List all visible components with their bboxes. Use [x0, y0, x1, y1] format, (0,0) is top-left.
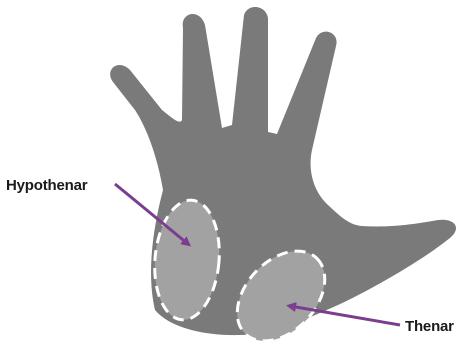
- hypothenar-label: Hypothenar: [6, 177, 88, 194]
- thenar-label: Thenar: [405, 318, 454, 335]
